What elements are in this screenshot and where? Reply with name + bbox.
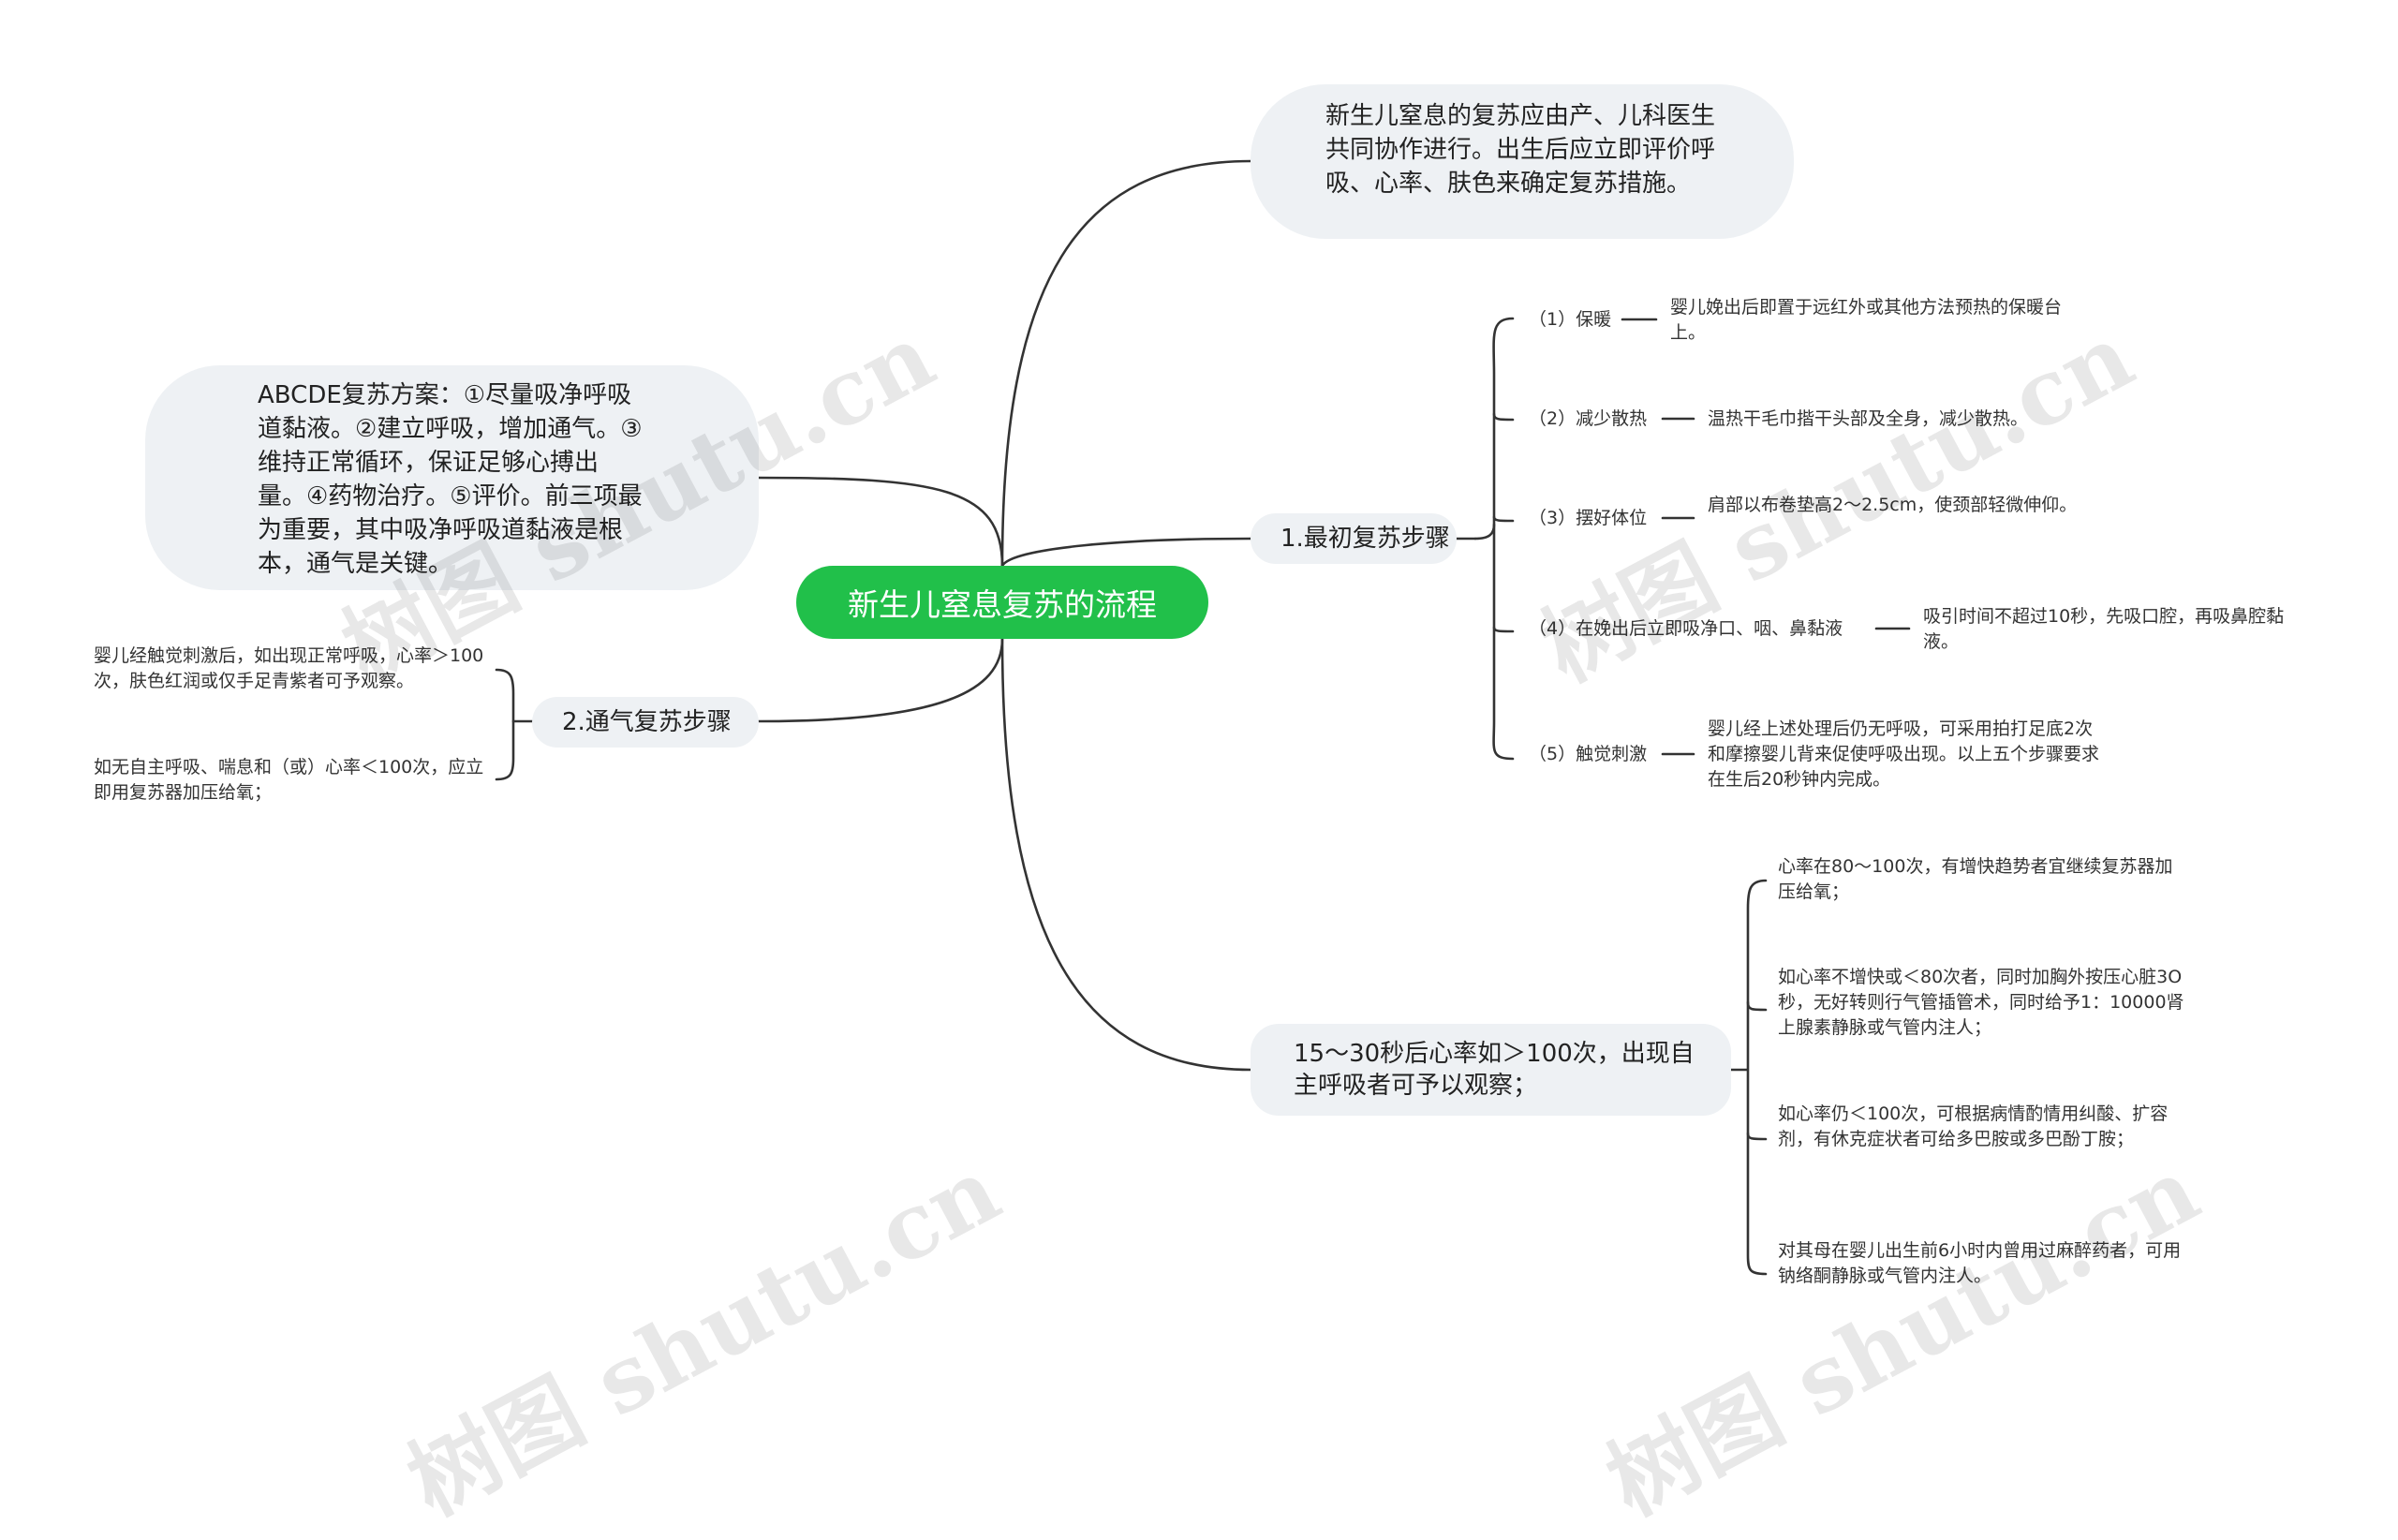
initial-steps-node[interactable]: 1.最初复苏步骤 (1251, 513, 1457, 564)
intro-node[interactable]: 新生儿窒息的复苏应由产、儿科医生共同协作进行。出生后应立即评价呼吸、心率、肤色来… (1251, 84, 1794, 239)
abcde-node[interactable]: ABCDE复苏方案：①尽量吸净呼吸道黏液。②建立呼吸，增加通气。③维持正常循环，… (145, 365, 759, 590)
step-3-detail[interactable]: 肩部以布卷垫高2～2.5cm，使颈部轻微伸仰。 (1708, 495, 2078, 515)
connector-root-abcde (757, 476, 1004, 568)
ventilation-item-1[interactable]: 婴儿经触觉刺激后，如出现正常呼吸，心率＞100次，肤色红润或仅手足青紫者可予观察… (94, 645, 484, 691)
bracket-initial (1492, 317, 1515, 761)
step-4-label[interactable]: （4）在娩出后立即吸净口、咽、鼻黏液 (1529, 618, 1843, 639)
step-5-label[interactable]: （5）触觉刺激 (1529, 744, 1648, 764)
step-2-label[interactable]: （2）减少散热 (1529, 408, 1648, 429)
step-2-detail[interactable]: 温热干毛巾揩干头部及全身，减少散热。 (1708, 408, 2029, 429)
connector-root-intro (1000, 159, 1252, 568)
step-1-detail[interactable]: 婴儿娩出后即置于远红外或其他方法预热的保暖台上。 (1670, 297, 2063, 343)
watermark: 树图 shutu.cn (391, 1136, 1016, 1536)
root-node[interactable]: 新生儿窒息复苏的流程 (796, 566, 1208, 639)
connector-root-heart (1000, 637, 1252, 1072)
watermark: 树图 shutu.cn (1590, 1136, 2215, 1536)
connector-root-initial (1000, 537, 1252, 568)
initial-steps-label: 1.最初复苏步骤 (1280, 525, 1450, 553)
ventilation-item-2[interactable]: 如无自主呼吸、喘息和（或）心率＜100次，应立即用复苏器加压给氧； (94, 757, 484, 803)
step-1-label[interactable]: （1）保暖 (1529, 309, 1612, 330)
bracket-ventilation (495, 668, 515, 781)
heart-rate-node[interactable]: 15～30秒后心率如＞100次，出现自主呼吸者可予以观察； (1251, 1024, 1731, 1116)
heart-rate-label: 15～30秒后心率如＞100次，出现自主呼吸者可予以观察； (1294, 1040, 1695, 1100)
connector-root-ventilation (757, 637, 1004, 723)
intro-text: 新生儿窒息的复苏应由产、儿科医生共同协作进行。出生后应立即评价呼吸、心率、肤色来… (1325, 102, 1716, 198)
ventilation-label: 2.通气复苏步骤 (562, 708, 732, 736)
step-3-label[interactable]: （3）摆好体位 (1529, 508, 1648, 528)
ventilation-node[interactable]: 2.通气复苏步骤 (532, 697, 759, 748)
heart-item-4[interactable]: 对其母在婴儿出生前6小时内曾用过麻醉药者，可用钠络酮静脉或气管内注人。 (1778, 1240, 2182, 1286)
root-title: 新生儿窒息复苏的流程 (848, 586, 1157, 623)
mindmap-canvas: 新生儿窒息复苏的流程 新生儿窒息的复苏应由产、儿科医生共同协作进行。出生后应立即… (94, 84, 2285, 1536)
bracket-heart (1746, 879, 1768, 1276)
abcde-text: ABCDE复苏方案：①尽量吸净呼吸道黏液。②建立呼吸，增加通气。③维持正常循环，… (258, 381, 643, 578)
step-5-detail[interactable]: 婴儿经上述处理后仍无呼吸，可采用拍打足底2次和摩擦婴儿背来促使呼吸出现。以上五个… (1708, 718, 2100, 790)
heart-item-1[interactable]: 心率在80～100次，有增快趋势者宜继续复苏器加压给氧； (1778, 856, 2173, 902)
heart-item-2[interactable]: 如心率不增快或＜80次者，同时加胸外按压心脏3O秒，无好转则行气管插管术，同时给… (1778, 967, 2184, 1038)
heart-item-3[interactable]: 如心率仍＜100次，可根据病情酌情用纠酸、扩容剂，有休克症状者可给多巴胺或多巴酚… (1778, 1103, 2169, 1149)
step-4-detail[interactable]: 吸引时间不超过10秒，先吸口腔，再吸鼻腔黏液。 (1923, 606, 2285, 652)
